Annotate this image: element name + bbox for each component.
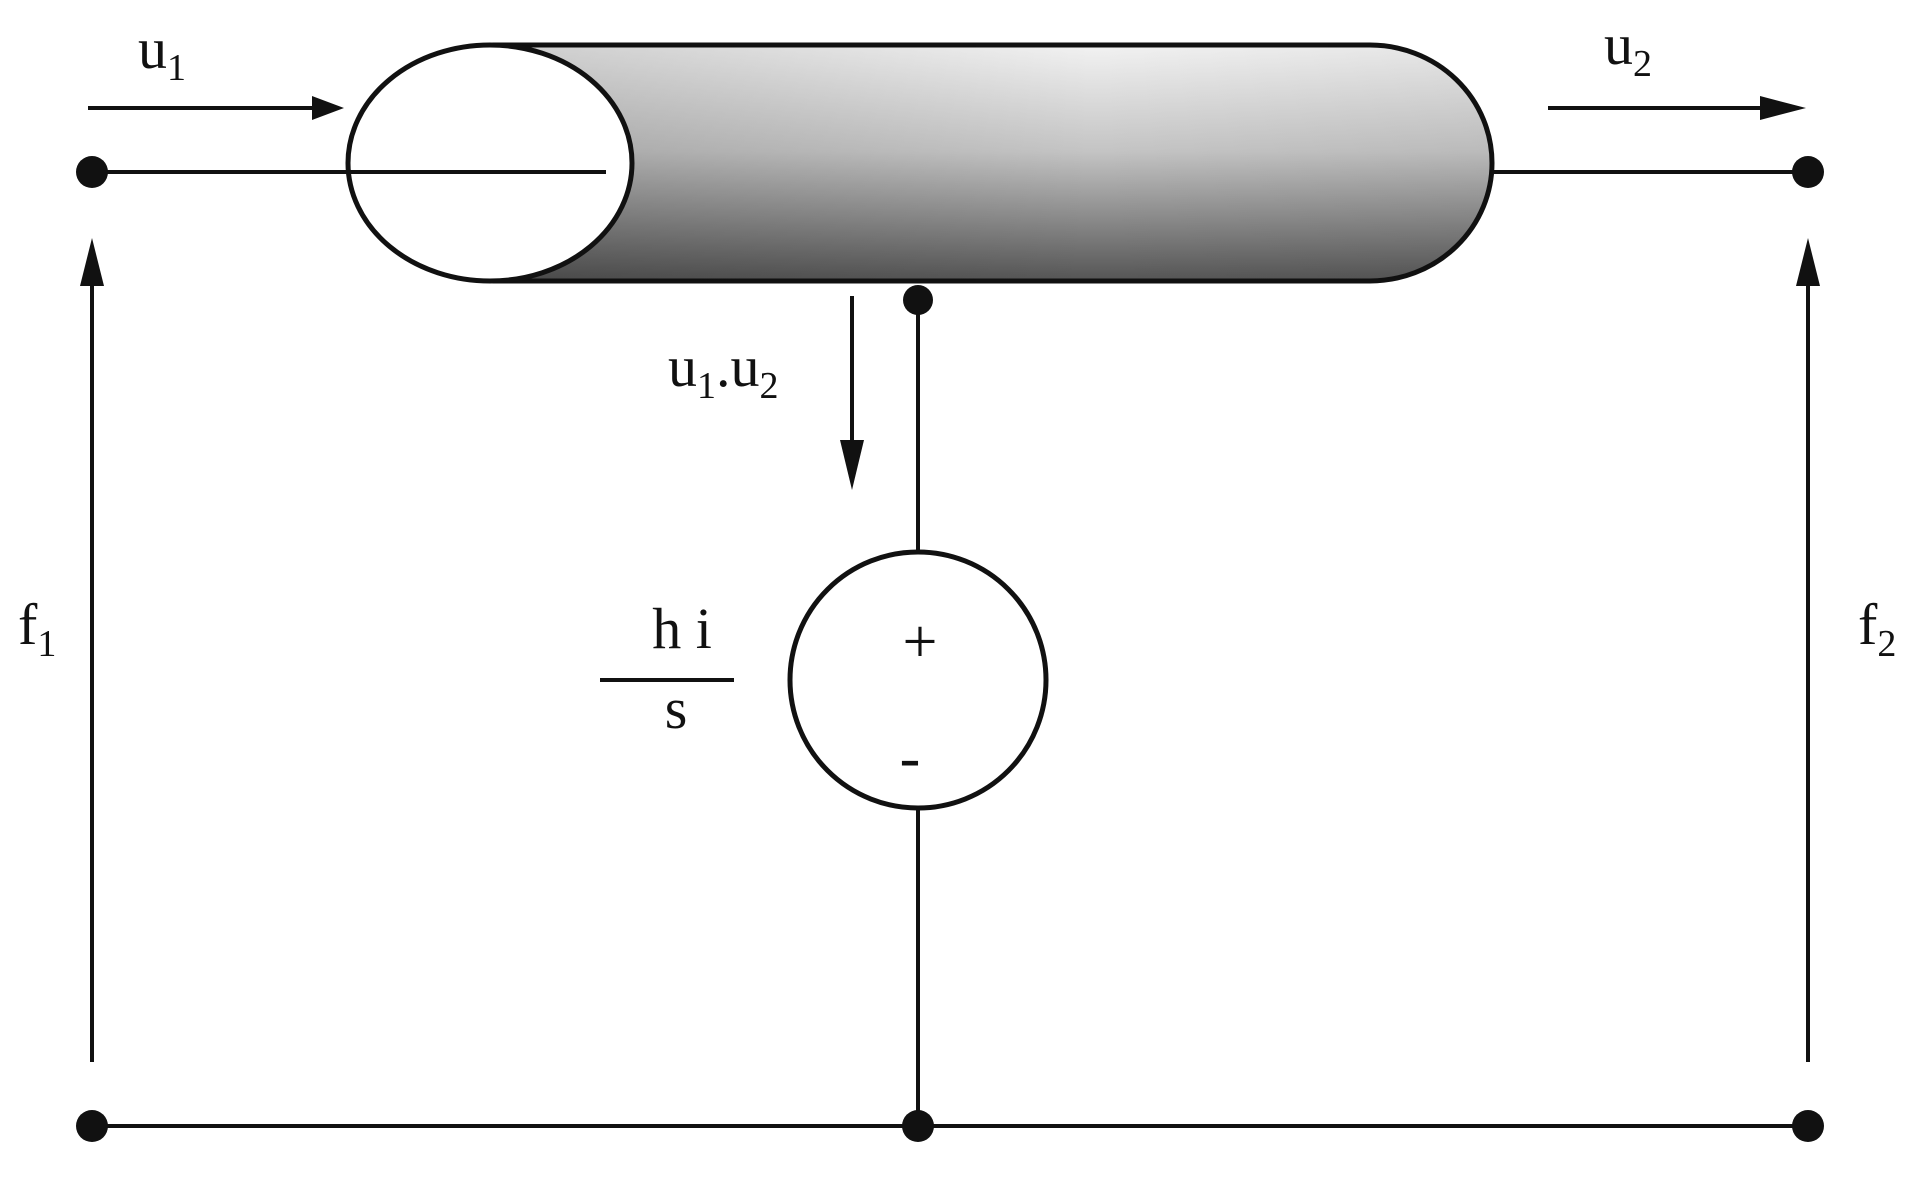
terminal-top-right <box>1792 156 1824 188</box>
fraction-numerator: h i <box>652 596 712 661</box>
label-u2-sub: 2 <box>1633 43 1652 85</box>
label-f1: f1 <box>18 592 56 665</box>
label-u1u2-sub1: 1 <box>697 365 716 407</box>
u2-arrow-head <box>1760 96 1806 120</box>
voltage-source: + - <box>787 549 1049 811</box>
label-u2-base: u <box>1604 12 1633 77</box>
fraction-denominator: s <box>665 676 688 741</box>
label-f2: f2 <box>1858 592 1896 665</box>
label-u1u2-base1: u <box>668 334 697 399</box>
pipe-tube <box>345 42 1495 284</box>
label-u1u2-sub2: 2 <box>760 365 779 407</box>
label-f2-sub: 2 <box>1877 623 1896 665</box>
pipe-inlet-ellipse <box>345 42 635 284</box>
terminal-top-left <box>76 156 108 188</box>
junction-bottom-center <box>902 1110 934 1142</box>
terminal-bottom-left <box>76 1110 108 1142</box>
label-u1: u1 <box>138 16 186 89</box>
label-u1u2-sep: . <box>716 334 731 399</box>
terminal-bottom-right <box>1792 1110 1824 1142</box>
label-f1-base: f <box>18 592 38 657</box>
f2-arrow-head <box>1796 238 1820 286</box>
label-u1u2: u1.u2 <box>668 334 779 407</box>
source-plus-sign: + <box>903 608 938 676</box>
source-minus-sign: - <box>900 724 921 792</box>
f1-arrow-head <box>80 238 104 286</box>
u1-arrow-head <box>312 96 344 120</box>
label-u1-base: u <box>138 16 167 81</box>
label-u2: u2 <box>1604 12 1652 85</box>
pipe-body-shading <box>495 45 1492 281</box>
u1u2-arrow-head <box>840 440 864 490</box>
label-f2-base: f <box>1858 592 1878 657</box>
label-u1-sub: 1 <box>167 47 186 89</box>
label-f1-sub: 1 <box>37 623 56 665</box>
label-u1u2-base2: u <box>731 334 760 399</box>
